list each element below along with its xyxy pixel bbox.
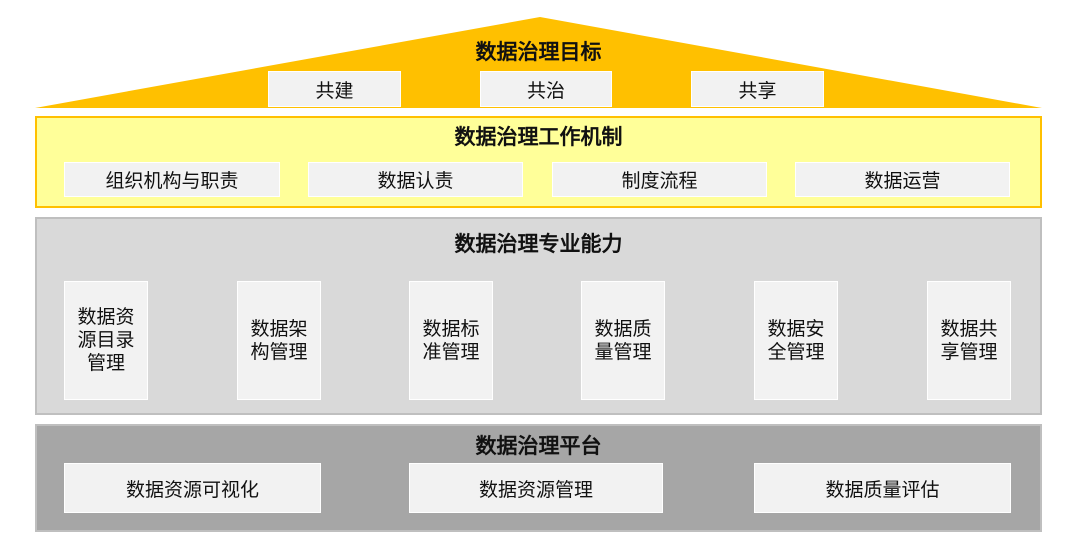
capability-item-label: 数据标准管理 [422, 317, 480, 363]
goal-title: 数据治理目标 [475, 40, 602, 64]
platform-title: 数据治理平台 [475, 434, 602, 458]
goal-item: 共享 [691, 71, 824, 107]
mechanism-item: 制度流程 [552, 162, 767, 197]
capability-item: 数据标准管理 [409, 281, 493, 400]
capability-item-label: 数据共享管理 [940, 317, 998, 363]
capability-item-label: 数据质量管理 [594, 317, 652, 363]
mechanism-item: 数据认责 [308, 162, 523, 197]
mechanism-title: 数据治理工作机制 [454, 125, 623, 149]
capability-item: 数据共享管理 [927, 281, 1011, 400]
capability-title: 数据治理专业能力 [454, 232, 623, 256]
mechanism-item: 数据运营 [795, 162, 1010, 197]
capability-layer [35, 217, 1042, 415]
platform-item: 数据资源可视化 [64, 463, 321, 513]
capability-item: 数据质量管理 [581, 281, 665, 400]
capability-item: 数据资源目录管理 [64, 281, 148, 400]
goal-item: 共建 [268, 71, 401, 107]
platform-item: 数据资源管理 [409, 463, 663, 513]
mechanism-item: 组织机构与职责 [64, 162, 280, 197]
capability-item-label: 数据安全管理 [767, 317, 825, 363]
capability-item: 数据安全管理 [754, 281, 838, 400]
goal-item: 共治 [480, 71, 612, 107]
capability-item: 数据架构管理 [237, 281, 321, 400]
platform-item: 数据质量评估 [754, 463, 1011, 513]
capability-item-label: 数据架构管理 [250, 317, 308, 363]
capability-item-label: 数据资源目录管理 [77, 306, 135, 374]
